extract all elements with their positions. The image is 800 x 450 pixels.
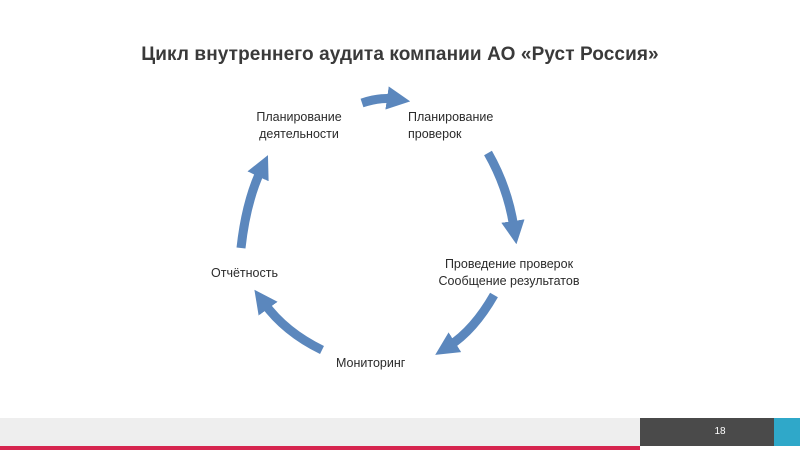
page-number-box <box>640 418 774 446</box>
step-planning-audits-line2: проверок <box>408 127 462 141</box>
step-planning-activity-line1: Планирование <box>256 110 342 124</box>
page-number: 18 <box>714 426 726 437</box>
arrow-step1-to-step2 <box>360 86 411 110</box>
step-planning-audits: Планирование проверок <box>408 109 493 143</box>
step-conducting-audits-line1: Проведение проверок <box>444 257 574 271</box>
arrow-step3-to-step4 <box>435 292 498 355</box>
step-planning-activity: Планирование деятельности <box>240 109 358 143</box>
footer-accent-line <box>0 446 640 450</box>
step-reporting: Отчётность <box>211 265 278 282</box>
step-conducting-audits-line2: Сообщение результатов <box>438 274 580 288</box>
step-monitoring-line1: Мониторинг <box>336 356 406 370</box>
arrow-step4-to-step5 <box>254 289 324 355</box>
step-reporting-line1: Отчётность <box>211 266 278 280</box>
arrow-step5-to-step1 <box>236 155 269 249</box>
page-number-accent <box>774 418 800 446</box>
step-conducting-audits: Проведение проверок Сообщение результато… <box>424 256 594 290</box>
step-planning-audits-line1: Планирование <box>408 110 494 124</box>
step-monitoring: Мониторинг <box>336 355 405 372</box>
step-planning-activity-line2: деятельности <box>259 127 339 141</box>
slide-title: Цикл внутреннего аудита компании АО «Рус… <box>141 44 659 65</box>
arrow-step2-to-step3 <box>484 150 525 245</box>
